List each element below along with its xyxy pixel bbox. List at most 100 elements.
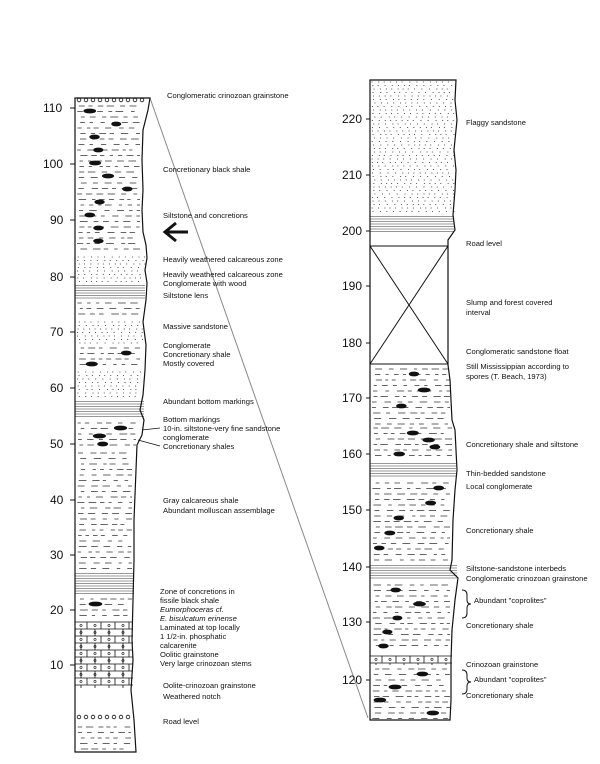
tick-20: 20	[50, 603, 64, 617]
tick-10: 10	[50, 658, 64, 672]
column-connector-lines	[149, 97, 369, 719]
pattern-laminated-zone	[75, 573, 134, 594]
pattern-concretionary-shale-a	[79, 347, 140, 367]
pattern-concretionary-shale-b	[372, 368, 450, 425]
pattern-massive-sandstone	[75, 320, 144, 345]
tick-50: 50	[50, 437, 64, 451]
tick-170: 170	[342, 391, 362, 405]
label-r17: Abundant "coprolites"	[474, 675, 547, 684]
label-r2: Road level	[466, 239, 502, 248]
pattern-flaggy-sandstone	[370, 80, 455, 215]
label-l7: Siltstone lens	[163, 291, 208, 300]
label-l29: Weathered notch	[163, 692, 221, 701]
pattern-bottom-markings	[75, 401, 144, 417]
tick-180: 180	[342, 336, 362, 350]
tick-210: 210	[342, 168, 362, 182]
pattern-concretionary-black-shale	[77, 105, 140, 250]
label-l11: Mostly covered	[163, 359, 214, 368]
pattern-gray-calcareous-shale	[77, 452, 132, 569]
label-r18: Concretionary shale	[466, 691, 534, 700]
label-r3: Slump and forest covered	[466, 298, 553, 307]
tick-140: 140	[342, 560, 362, 574]
tick-110: 110	[43, 101, 62, 115]
pattern-shale-siltstone	[373, 427, 452, 457]
label-r6: Still Mississippian according to	[466, 362, 569, 371]
label-l22: E. bisulcatum erinense	[160, 614, 237, 623]
label-l1: Conglomeratic crinozoan grainstone	[167, 91, 289, 100]
label-l15: conglomerate	[163, 433, 209, 442]
label-l10: Concretionary shale	[163, 350, 231, 359]
pattern-concretionary-shale-d	[372, 584, 450, 649]
label-l9: Conglomerate	[163, 341, 211, 350]
label-r8: Concretionary shale and siltstone	[466, 440, 578, 449]
tick-80: 80	[50, 270, 64, 284]
tick-40: 40	[50, 493, 64, 507]
label-l6: Conglomerate with wood	[163, 279, 247, 288]
label-l20: fissile black shale	[160, 596, 219, 605]
pattern-concretionary-shale-e	[372, 668, 450, 719]
pattern-covered-interval	[369, 245, 449, 365]
label-l12: Abundant bottom markings	[163, 397, 254, 406]
tick-130: 130	[342, 615, 362, 629]
tick-200: 200	[342, 224, 362, 238]
tick-100: 100	[43, 157, 63, 171]
tick-190: 190	[342, 279, 362, 293]
pattern-crinozoan-grainstone	[370, 655, 452, 665]
label-r7: spores (T. Beach, 1973)	[466, 372, 547, 381]
pattern-siltstone-lens	[75, 285, 145, 299]
tick-160: 160	[342, 447, 362, 461]
tick-60: 60	[50, 381, 64, 395]
pattern-crinozoan-lower	[76, 714, 131, 720]
label-r15: Concretionary shale	[466, 621, 534, 630]
pattern-interbeds	[370, 565, 457, 579]
label-r9: Thin-bedded sandstone	[466, 469, 546, 478]
tick-120: 120	[342, 673, 362, 687]
label-l27: Very large crinozoan stems	[160, 659, 252, 668]
label-l17: Gray calcareous shale	[163, 496, 239, 505]
label-l21: Eumorphoceras cf.	[160, 605, 224, 614]
label-r1: Flaggy sandstone	[466, 118, 526, 127]
right-labels: Flaggy sandstone Road level Slump and fo…	[466, 118, 588, 700]
label-r11: Concretionary shale	[466, 526, 534, 535]
pattern-crinozoan-top	[76, 97, 145, 103]
pattern-mostly-covered	[75, 370, 142, 398]
pattern-calcareous-zone	[75, 255, 146, 285]
left-leader-lines	[137, 427, 161, 447]
tick-90: 90	[50, 213, 64, 227]
pattern-concretionary-shales	[77, 422, 136, 447]
pattern-concretionary-shale-c	[372, 482, 450, 561]
label-l8: Massive sandstone	[163, 322, 228, 331]
label-l14: 10-in. siltstone-very fine sandstone	[163, 424, 280, 433]
right-depth-ticks: 120 130 140 150 160 170 180 190 200 210 …	[342, 112, 370, 687]
label-l16: Concretionary shales	[163, 442, 235, 451]
left-labels: Conglomeratic crinozoan grainstone Concr…	[160, 91, 289, 726]
tick-70: 70	[50, 325, 64, 339]
tick-220: 220	[342, 112, 362, 126]
pattern-thin-bedded-sandstone	[370, 463, 456, 477]
right-stratigraphic-column	[369, 79, 459, 721]
left-arrow-icon	[162, 221, 188, 243]
pattern-concretion-zone	[79, 598, 132, 616]
label-l2: Concretionary black shale	[163, 165, 250, 174]
label-l3: Siltstone and concretions	[163, 211, 248, 220]
pattern-weathered-notch	[77, 726, 131, 750]
label-r10: Local conglomerate	[466, 482, 532, 491]
pattern-oolitic-grainstone	[75, 621, 133, 688]
pattern-shale-a	[77, 302, 140, 315]
left-depth-ticks: 10 20 30 40 50 60 70 80 90 100 110	[43, 101, 75, 672]
label-r16: Crinozoan grainstone	[466, 660, 538, 669]
label-r14: Abundant "coprolites"	[474, 596, 547, 605]
tick-150: 150	[342, 503, 362, 517]
label-l25: calcarenite	[160, 641, 197, 650]
label-l13: Bottom markings	[163, 415, 220, 424]
label-l26: Oolitic grainstone	[160, 650, 219, 659]
label-l24: 1 1/2-in. phosphatic	[160, 632, 226, 641]
right-brace-marks	[461, 589, 472, 695]
label-l30: Road level	[163, 717, 199, 726]
label-r5: Conglomeratic sandstone float	[466, 347, 569, 356]
label-l28: Oolite-crinozoan grainstone	[163, 681, 256, 690]
pattern-road-level-beds	[370, 216, 454, 232]
label-l18: Abundant molluscan assemblage	[163, 506, 275, 515]
label-r12: Siltstone-sandstone interbeds	[466, 564, 566, 573]
